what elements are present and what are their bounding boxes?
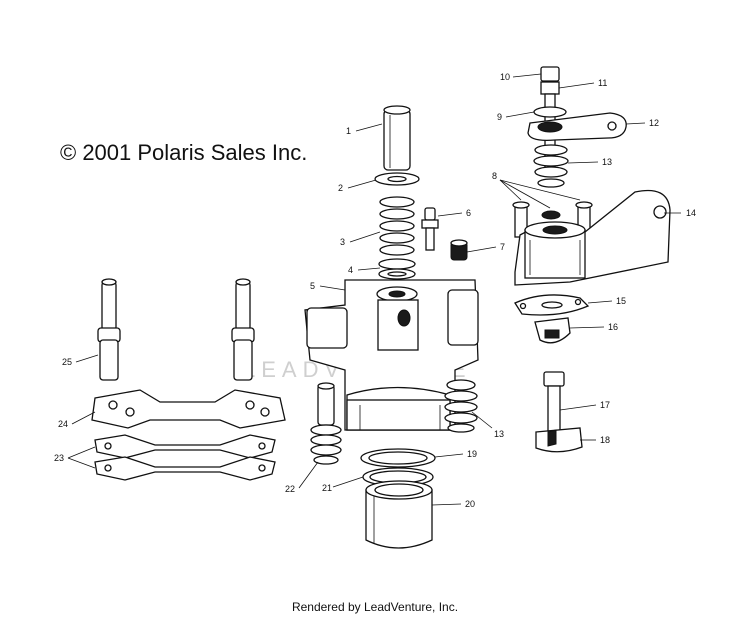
callout-4: 4: [348, 265, 353, 275]
copyright-notice: © 2001 Polaris Sales Inc.: [60, 140, 308, 165]
part-4-seal: [378, 258, 416, 280]
part-22-slide-pin-boot: [310, 382, 342, 465]
part-8-screws: [512, 201, 593, 238]
part-6-bleeder-screw: [421, 207, 439, 251]
part-24-bracket: [91, 389, 286, 429]
callout-21: 21: [322, 483, 332, 493]
part-23-shims: [94, 434, 276, 481]
part-18-cam-base: [535, 427, 583, 453]
callout-22: 22: [285, 484, 295, 494]
callout-13-upper: 13: [602, 157, 612, 167]
part-19-seal: [360, 448, 436, 468]
callout-3: 3: [340, 237, 345, 247]
part-7-cap: [450, 239, 468, 261]
callout-17: 17: [600, 400, 610, 410]
callout-15: 15: [616, 296, 626, 306]
part-12-lever-arm: [527, 112, 627, 141]
part-10-nut: [540, 66, 560, 82]
callout-24: 24: [58, 419, 68, 429]
part-25-pins: [97, 278, 255, 381]
part-9-washer: [533, 106, 567, 118]
callout-labels: 1 2 3 4 5 6 7 8 9 10 11 12 13 13 14 15 1…: [54, 72, 696, 509]
callout-2: 2: [338, 183, 343, 193]
part-13-boot-upper: [533, 144, 569, 188]
callout-7: 7: [500, 242, 505, 252]
part-20-piston: [365, 480, 433, 549]
part-2-washer: [374, 172, 420, 186]
callout-20: 20: [465, 499, 475, 509]
footer-credit: Rendered by LeadVenture, Inc.: [291, 600, 459, 614]
part-1-pin: [383, 105, 411, 171]
part-13-boot-lower: [444, 379, 478, 433]
part-5-caliper-body: [304, 279, 479, 431]
leader-lines: [67, 73, 681, 506]
callout-14: 14: [686, 208, 696, 218]
part-17-shaft: [543, 371, 565, 432]
callout-12: 12: [649, 118, 659, 128]
callout-6: 6: [466, 208, 471, 218]
callout-9: 9: [497, 112, 502, 122]
callout-13-lower: 13: [494, 429, 504, 439]
callout-8: 8: [492, 171, 497, 181]
part-21-dust-seal: [362, 467, 434, 487]
callout-25: 25: [62, 357, 72, 367]
callout-18: 18: [600, 435, 610, 445]
callout-11: 11: [598, 78, 607, 88]
part-15-gasket: [514, 294, 590, 316]
callout-23: 23: [54, 453, 64, 463]
callout-10: 10: [500, 72, 510, 82]
part-16-cam: [534, 317, 571, 344]
part-14-bracket-housing: [514, 189, 671, 286]
callout-16: 16: [608, 322, 618, 332]
part-3-spring: [379, 196, 415, 256]
callout-5: 5: [310, 281, 315, 291]
callout-1: 1: [346, 126, 351, 136]
callout-19: 19: [467, 449, 477, 459]
